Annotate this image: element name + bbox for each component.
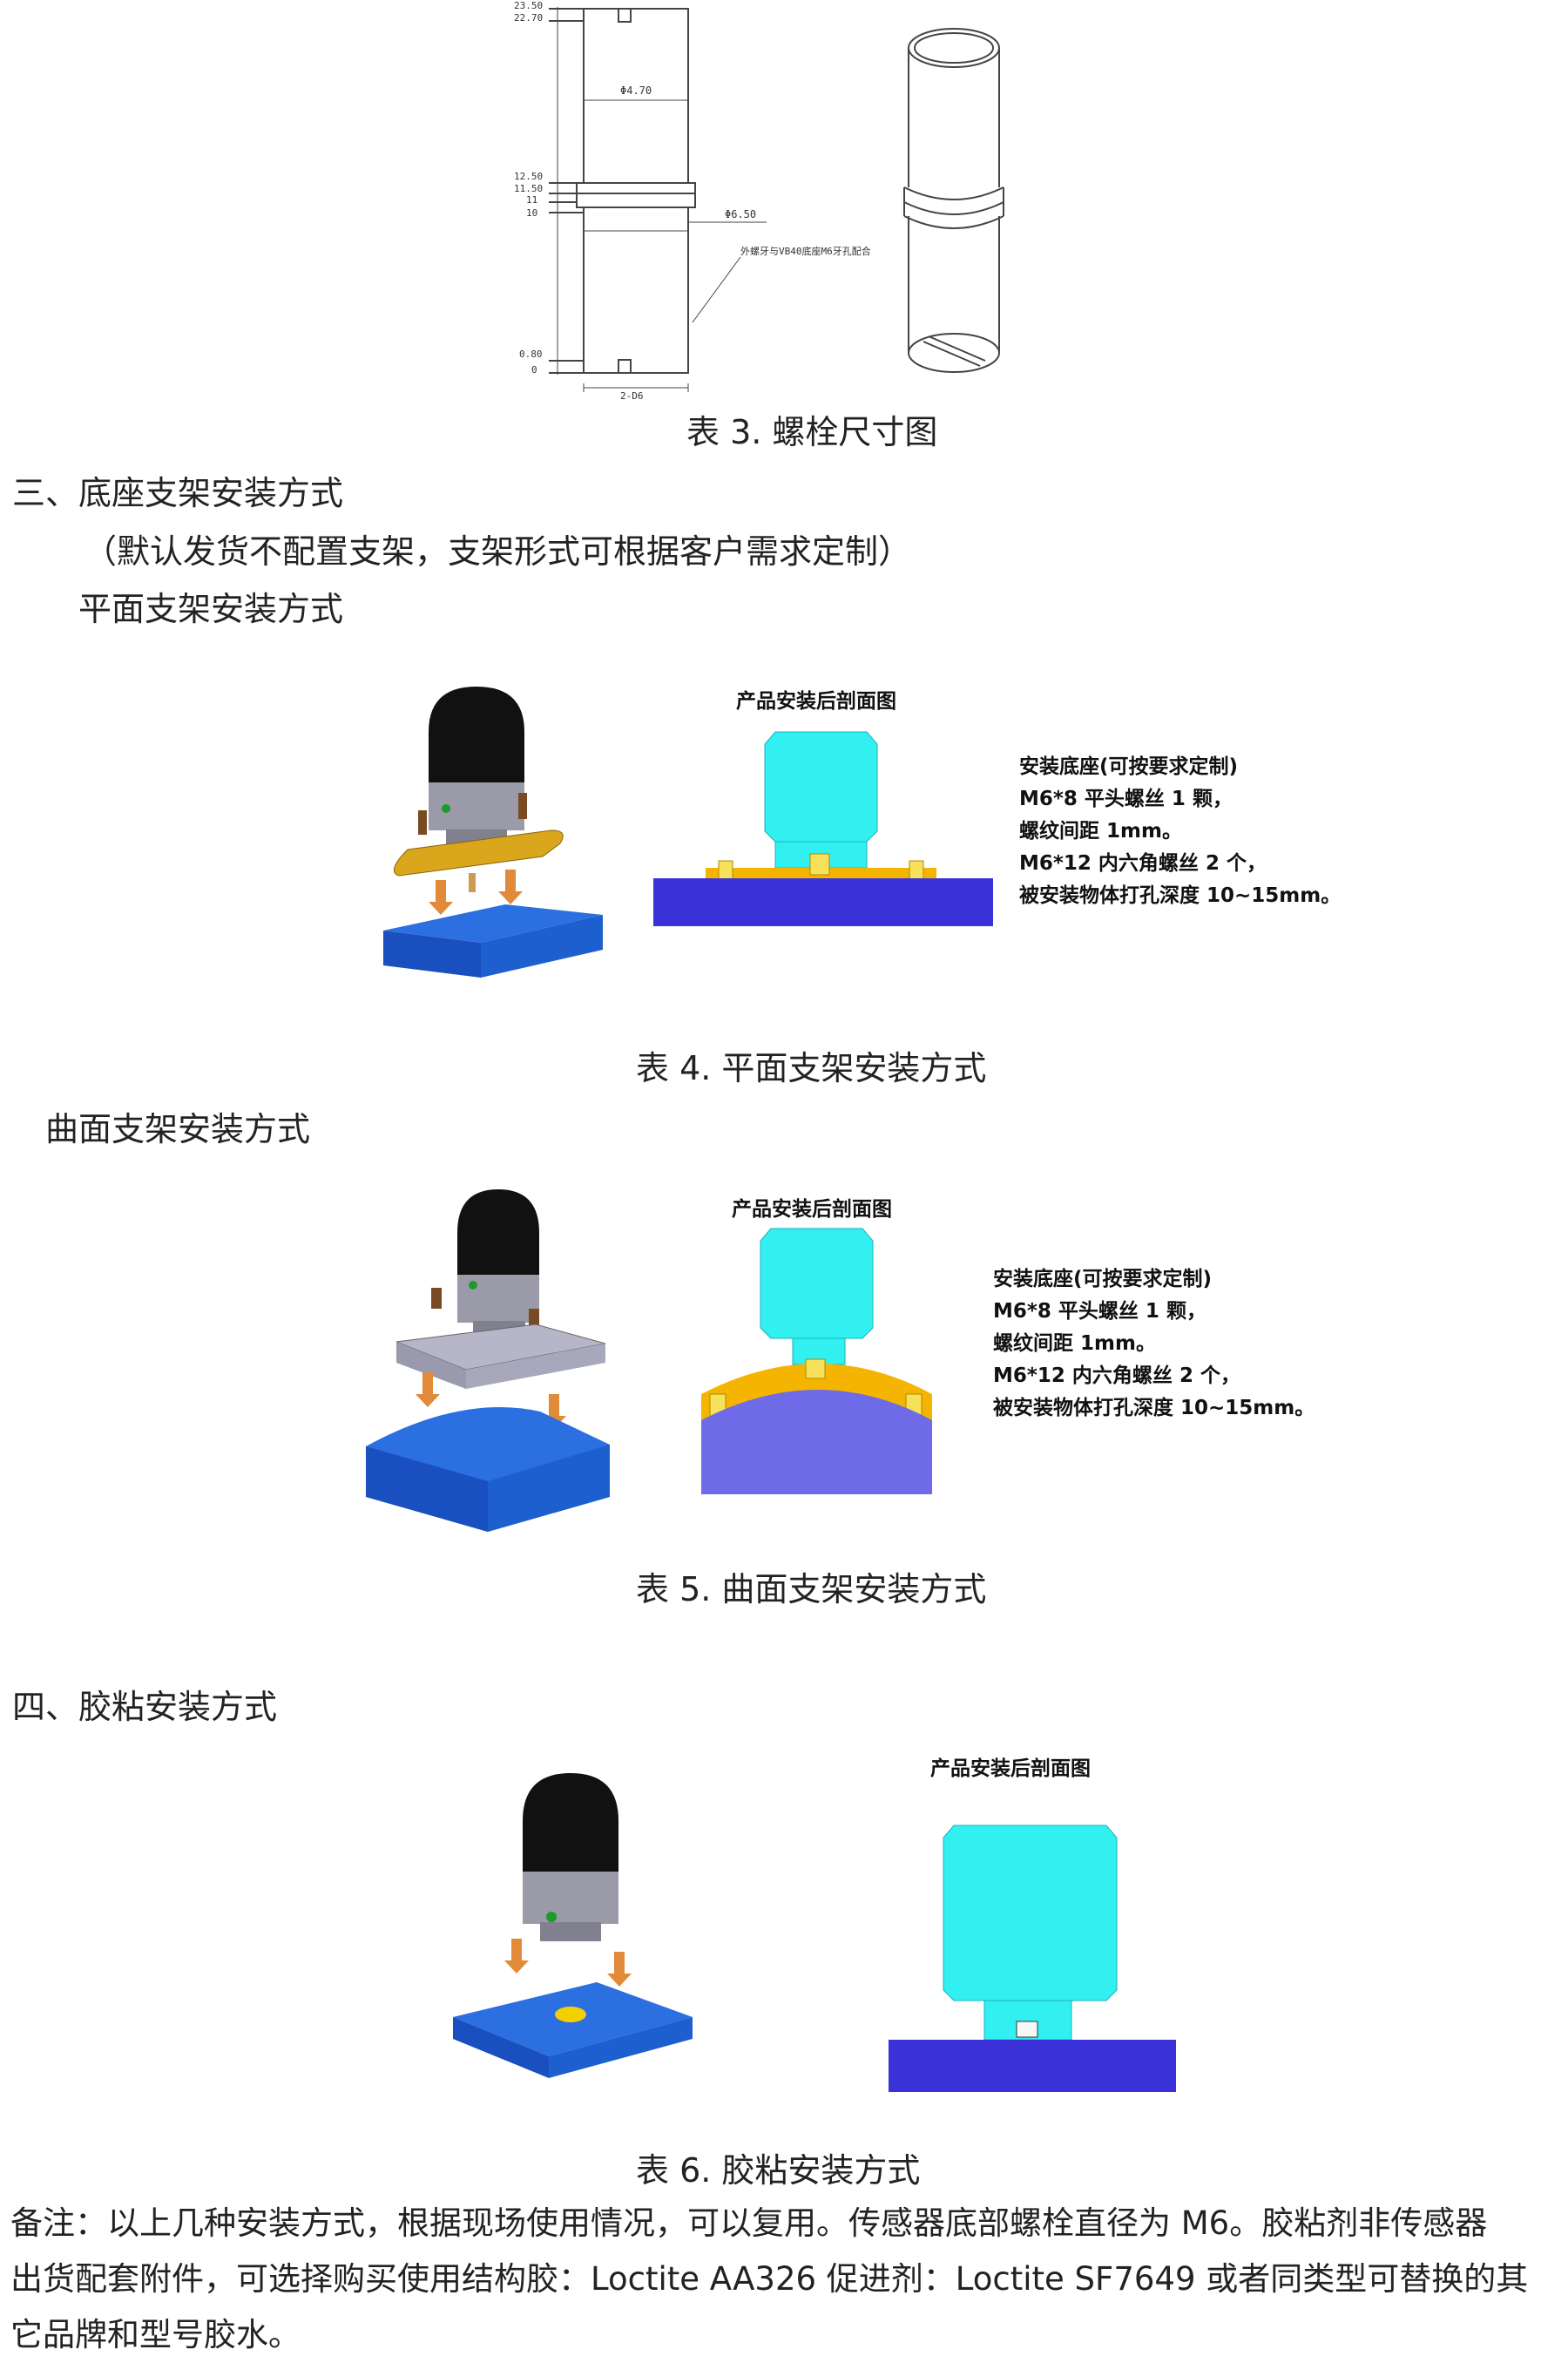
remark-line: 备注：以上几种安装方式，根据现场使用情况，可以复用。传感器底部螺栓直径为 M6。…: [10, 2204, 1488, 2242]
install-note: M6*12 内六角螺丝 2 个，: [1019, 852, 1267, 875]
install-note: M6*8 平头螺丝 1 颗，: [1019, 788, 1233, 810]
dim-10: 10: [526, 207, 537, 219]
section-view-title-fig5: 产品安装后剖面图: [732, 1198, 892, 1221]
bolt-3d-sketch: [903, 28, 1004, 373]
caption-fig4: 表 4. 平面支架安装方式: [636, 1049, 987, 1087]
dim-11-50: 11.50: [514, 183, 543, 194]
install-note: M6*8 平头螺丝 1 颗，: [993, 1300, 1206, 1323]
dia-inner-label: Φ4.70: [620, 85, 652, 97]
caption-fig3: 表 3. 螺栓尺寸图: [686, 413, 938, 451]
install-note: 安装底座(可按要求定制): [993, 1268, 1213, 1290]
curved-section-view: [701, 1228, 932, 1494]
flat-section-view: [653, 731, 993, 926]
section-4-title: 四、胶粘安装方式: [12, 1688, 278, 1726]
section-view-title-fig6: 产品安装后剖面图: [930, 1757, 1091, 1780]
dim-12-50: 12.50: [514, 171, 543, 182]
dim-22-70: 22.70: [514, 12, 543, 24]
caption-fig6: 表 6. 胶粘安装方式: [636, 2151, 921, 2190]
install-notes-fig5: 安装底座(可按要求定制) M6*8 平头螺丝 1 颗， 螺纹间距 1mm。 M6…: [993, 1263, 1315, 1425]
install-note: 安装底座(可按要求定制): [1019, 755, 1239, 778]
curved-bracket-3d: [366, 1189, 610, 1532]
remark-line: 出货配套附件，可选择购买使用结构胶：Loctite AA326 促进剂：Loct…: [10, 2260, 1529, 2298]
bolt-drawing: 23.50 22.70 12.50 11.50 11 10 0.80 0 Φ4.…: [514, 0, 871, 401]
install-note: 被安装物体打孔深度 10~15mm。: [993, 1397, 1315, 1419]
thread-note: 外螺牙与VB40底座M6牙孔配合: [740, 245, 871, 257]
dim-11: 11: [526, 194, 537, 206]
flat-bracket-3d: [383, 687, 603, 978]
dim-23-50: 23.50: [514, 0, 543, 11]
remark-line: 它品牌和型号胶水。: [10, 2316, 301, 2353]
adhesive-section-view: [889, 1825, 1176, 2092]
width-dim-label: 2-D6: [620, 390, 644, 401]
flat-bracket-title: 平面支架安装方式: [78, 590, 344, 628]
dim-0: 0: [531, 364, 537, 376]
dia-outer-label: Φ6.50: [725, 208, 756, 220]
dim-0-80: 0.80: [519, 349, 543, 360]
section-view-title-fig4: 产品安装后剖面图: [736, 690, 896, 713]
install-note: 螺纹间距 1mm。: [993, 1332, 1156, 1355]
section-3-note: （默认发货不配置支架，支架形式可根据客户需求定制）: [84, 532, 912, 571]
remark-paragraph: 备注：以上几种安装方式，根据现场使用情况，可以复用。传感器底部螺栓直径为 M6。…: [10, 2196, 1561, 2363]
section-3-title: 三、底座支架安装方式: [12, 474, 344, 512]
curved-bracket-title: 曲面支架安装方式: [45, 1110, 311, 1148]
install-notes-fig4: 安装底座(可按要求定制) M6*8 平头螺丝 1 颗， 螺纹间距 1mm。 M6…: [1019, 751, 1341, 912]
install-note: 螺纹间距 1mm。: [1019, 820, 1182, 843]
caption-fig5: 表 5. 曲面支架安装方式: [636, 1570, 987, 1608]
install-note: 被安装物体打孔深度 10~15mm。: [1019, 884, 1342, 907]
adhesive-3d: [453, 1773, 693, 2078]
install-note: M6*12 内六角螺丝 2 个，: [993, 1364, 1240, 1387]
